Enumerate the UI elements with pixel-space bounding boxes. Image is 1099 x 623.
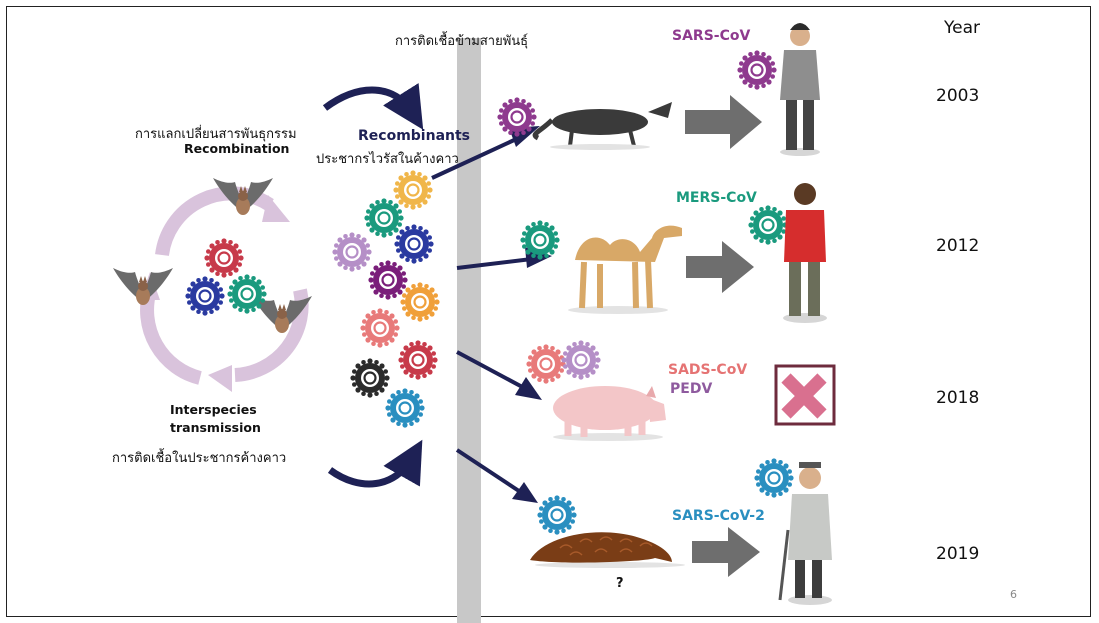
person-icon	[783, 183, 827, 323]
virus-icon	[497, 97, 536, 136]
virus-label-pedv: PEDV	[670, 381, 712, 397]
virus-icon	[385, 388, 424, 427]
virus-icon	[350, 358, 389, 397]
arrow-icon	[325, 90, 412, 112]
recombinant-cluster	[332, 170, 439, 427]
virus-icon	[394, 224, 433, 263]
species-barrier-bar	[457, 38, 481, 623]
virus-icon	[393, 170, 432, 209]
virus-icon	[398, 340, 437, 379]
year-2012: 2012	[936, 236, 979, 256]
recombinants-label: Recombinants	[358, 128, 470, 144]
virus-icon	[537, 495, 576, 534]
pangolin-icon	[530, 532, 685, 568]
year-header: Year	[944, 18, 980, 38]
interspecies-label-line1: Interspecies	[170, 402, 257, 417]
virus-label-sars-cov: SARS-CoV	[672, 28, 750, 44]
virus-label-sars-cov-2: SARS-CoV-2	[672, 508, 765, 524]
virus-icon	[737, 50, 776, 89]
year-2003: 2003	[936, 86, 979, 106]
recombination-label: Recombination	[184, 141, 289, 156]
virus-icon	[400, 282, 439, 321]
civet-icon	[535, 102, 672, 150]
virus-icon	[360, 308, 399, 347]
page-number: 6	[1010, 588, 1017, 601]
virus-icon	[332, 232, 371, 271]
virus-icon	[227, 274, 266, 313]
arrow-icon	[692, 527, 760, 577]
virus-icon	[748, 205, 787, 244]
pangolin-question-mark: ?	[616, 576, 624, 591]
crossspecies-title: การติดเชื้อข้ามสายพันธุ์	[395, 30, 528, 51]
virus-icon	[520, 220, 559, 259]
virus-icon	[204, 238, 243, 277]
interspecies-label-line2: transmission	[170, 420, 261, 435]
camel-icon	[568, 226, 682, 314]
virus-label-mers-cov: MERS-CoV	[676, 190, 757, 206]
year-2018: 2018	[936, 388, 979, 408]
virus-label-sads-cov: SADS-CoV	[668, 362, 747, 378]
person-icon	[780, 23, 820, 156]
arrow-icon	[686, 241, 754, 293]
virus-icon	[561, 340, 600, 379]
bat-virus-population-label: ประชากรไวรัสในค้างคาว	[316, 148, 459, 169]
virus-icon	[364, 198, 403, 237]
virus-icon	[368, 260, 407, 299]
arrow-icon	[685, 95, 762, 149]
bat-icon	[113, 268, 173, 305]
pig-icon	[553, 386, 666, 441]
bat-infection-thai-label: การติดเชื้อในประชากรค้างคาว	[112, 447, 286, 468]
x-mark-icon	[776, 366, 834, 424]
year-2019: 2019	[936, 544, 979, 564]
arrow-icon	[330, 458, 412, 484]
virus-icon	[526, 344, 565, 383]
virus-icon	[754, 458, 793, 497]
virus-icon	[185, 276, 224, 315]
